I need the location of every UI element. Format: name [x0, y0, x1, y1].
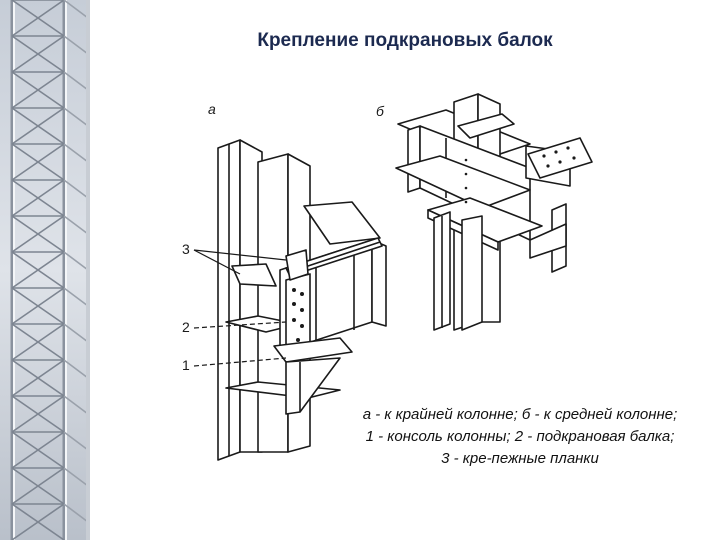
view-b-label: б: [376, 103, 385, 119]
callout-3: 3: [182, 241, 190, 257]
caption-line-3: 3 - кре-пежные планки: [441, 450, 599, 467]
steel-tower-photo: [0, 0, 90, 540]
slide-title: Крепление подкрановых балок: [257, 30, 553, 51]
view-a-label: а: [208, 101, 216, 117]
bolt-marks: [464, 146, 576, 204]
crane-beam-attachment-drawing: а б 3 2 1: [182, 93, 593, 461]
callout-2: 2: [182, 319, 190, 335]
bolt-holes: [292, 288, 304, 342]
view-a-edge-column: [217, 139, 387, 461]
callout-1: 1: [182, 357, 190, 373]
caption-line-1: а - к крайней колонне; б - к средней кол…: [362, 406, 678, 423]
view-b-middle-column: [395, 93, 593, 331]
legend-caption: а - к крайней колонне; б - к средней кол…: [320, 404, 720, 470]
callout-leaders: [193, 249, 287, 367]
caption-line-2: 1 - консоль колонны; 2 - подкрановая бал…: [365, 428, 675, 445]
